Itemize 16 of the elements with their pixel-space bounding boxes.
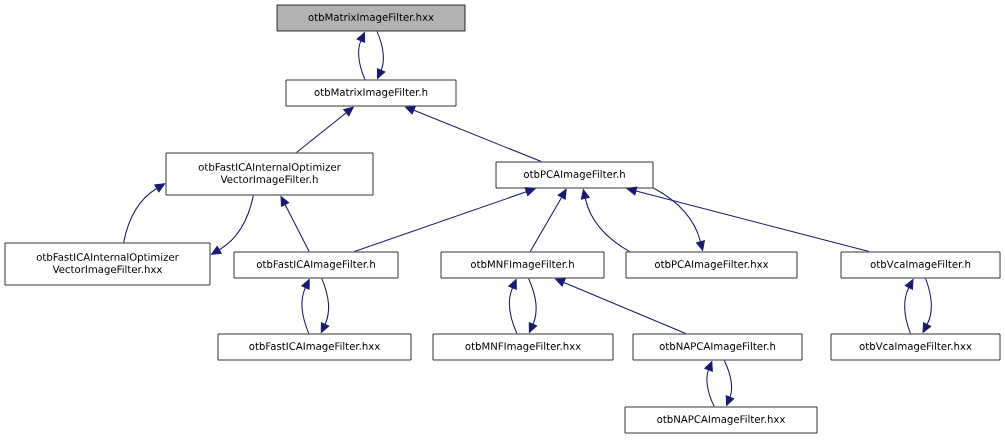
file-box: otbFastICAImageFilter.hxx — [217, 333, 412, 361]
file-box: otbMNFImageFilter.hxx — [432, 333, 614, 361]
file-box: otbVcaImageFilter.h — [840, 251, 1001, 279]
file-box: otbVcaImageFilter.hxx — [830, 333, 1001, 361]
file-box: otbMatrixImageFilter.h — [285, 79, 457, 107]
file-box: otbFastICAInternalOptimizer VectorImageFilter.h — [165, 152, 374, 196]
file-box: otbPCAImageFilter.hxx — [625, 251, 798, 279]
file-box: otbNAPCAImageFilter.hxx — [624, 406, 818, 434]
file-box: otbPCAImageFilter.h — [495, 161, 654, 189]
file-box: otbFastICAImageFilter.h — [233, 251, 399, 279]
file-box: otbMatrixImageFilter.hxx — [276, 4, 466, 32]
arrow — [404, 105, 542, 163]
arrow — [626, 186, 870, 253]
file-box: otbFastICAInternalOptimizer VectorImageFilter.hxx — [4, 242, 211, 286]
file-box: otbNAPCAImageFilter.h — [632, 333, 803, 361]
file-box: otbMNFImageFilter.h — [440, 251, 605, 279]
